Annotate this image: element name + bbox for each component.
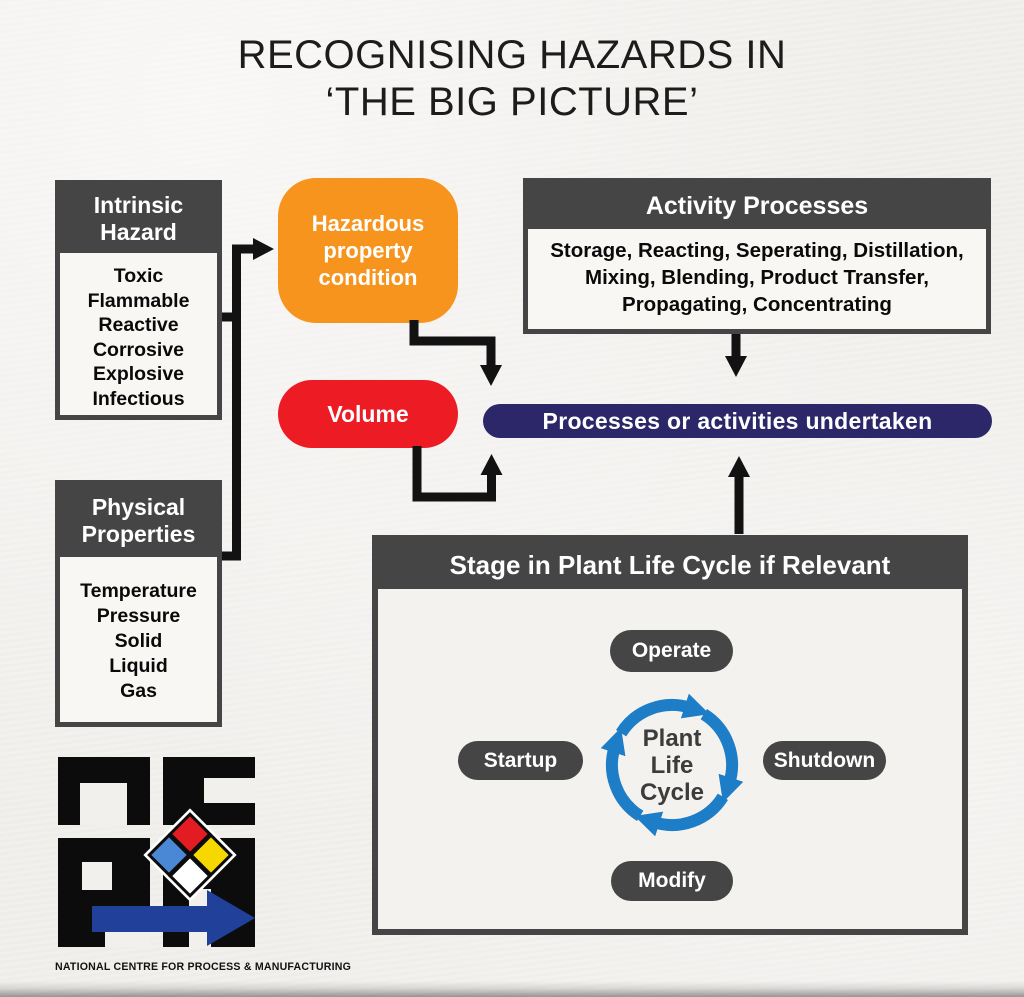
ncpm-logo: NATIONAL CENTRE FOR PROCESS & MANUFACTUR… (55, 757, 352, 973)
activity-processes-header: Activity Processes (528, 183, 986, 229)
volume-node: Volume (278, 380, 458, 448)
hazardous-property-condition-node: Hazardous property condition (278, 178, 458, 323)
page-title-line2: ‘THE BIG PICTURE’ (325, 80, 699, 124)
cycle-center-line: Cycle (639, 779, 705, 806)
list-item: Toxic (113, 265, 164, 287)
page-title-line1: RECOGNISING HAZARDS IN (237, 33, 787, 77)
ncpm-logo-mark-icon (58, 757, 255, 947)
list-item: Reactive (98, 314, 179, 336)
list-item: Liquid (109, 655, 168, 677)
logo-arrow-icon (92, 890, 255, 946)
hazardous-to-processes-connector (409, 320, 502, 386)
stage-startup-pill: Startup (458, 741, 583, 780)
plant-life-cycle-header: Stage in Plant Life Cycle if Relevant (378, 541, 962, 589)
left-trunk-connector (222, 238, 274, 561)
volume-to-processes-connector (412, 446, 503, 502)
intrinsic-hazard-list: Toxic Flammable Reactive Corrosive Explo… (60, 253, 217, 411)
page-title: RECOGNISING HAZARDS IN ‘THE BIG PICTURE’ (0, 32, 1024, 126)
logo-caption: NATIONAL CENTRE FOR PROCESS & MANUFACTUR… (55, 961, 352, 973)
activity-processes-body: Storage, Reacting, Seperating, Distillat… (550, 239, 964, 316)
activity-processes-box: Activity Processes Storage, Reacting, Se… (523, 178, 991, 334)
cycle-center-line: Plant (642, 725, 702, 752)
plant-life-cycle-center-label: Plant Life Cycle (622, 725, 722, 806)
stage-modify-pill: Modify (611, 861, 733, 901)
list-item: Flammable (87, 289, 190, 312)
list-item: Explosive (92, 363, 185, 385)
list-item: Solid (114, 630, 163, 652)
stage-operate-pill: Operate (610, 630, 733, 672)
list-item: Corrosive (92, 338, 185, 361)
logo-letter-n (58, 757, 150, 825)
physical-properties-header: Physical Properties (60, 485, 217, 557)
physical-properties-box: Physical Properties Temperature Pressure… (55, 480, 222, 727)
intrinsic-hazard-header: Intrinsic Hazard (60, 185, 217, 253)
cycle-center-line: Life (650, 752, 694, 779)
logo-letter-c (163, 757, 255, 825)
physical-properties-list: Temperature Pressure Solid Liquid Gas (60, 557, 217, 704)
processes-activities-bar: Processes or activities undertaken (483, 404, 992, 438)
list-item: Temperature (80, 580, 197, 602)
intrinsic-hazard-box: Intrinsic Hazard Toxic Flammable Reactiv… (55, 180, 222, 420)
list-item: Infectious (92, 387, 185, 410)
stage-shutdown-pill: Shutdown (763, 741, 886, 780)
list-item: Pressure (96, 605, 181, 627)
list-item: Gas (120, 680, 157, 702)
